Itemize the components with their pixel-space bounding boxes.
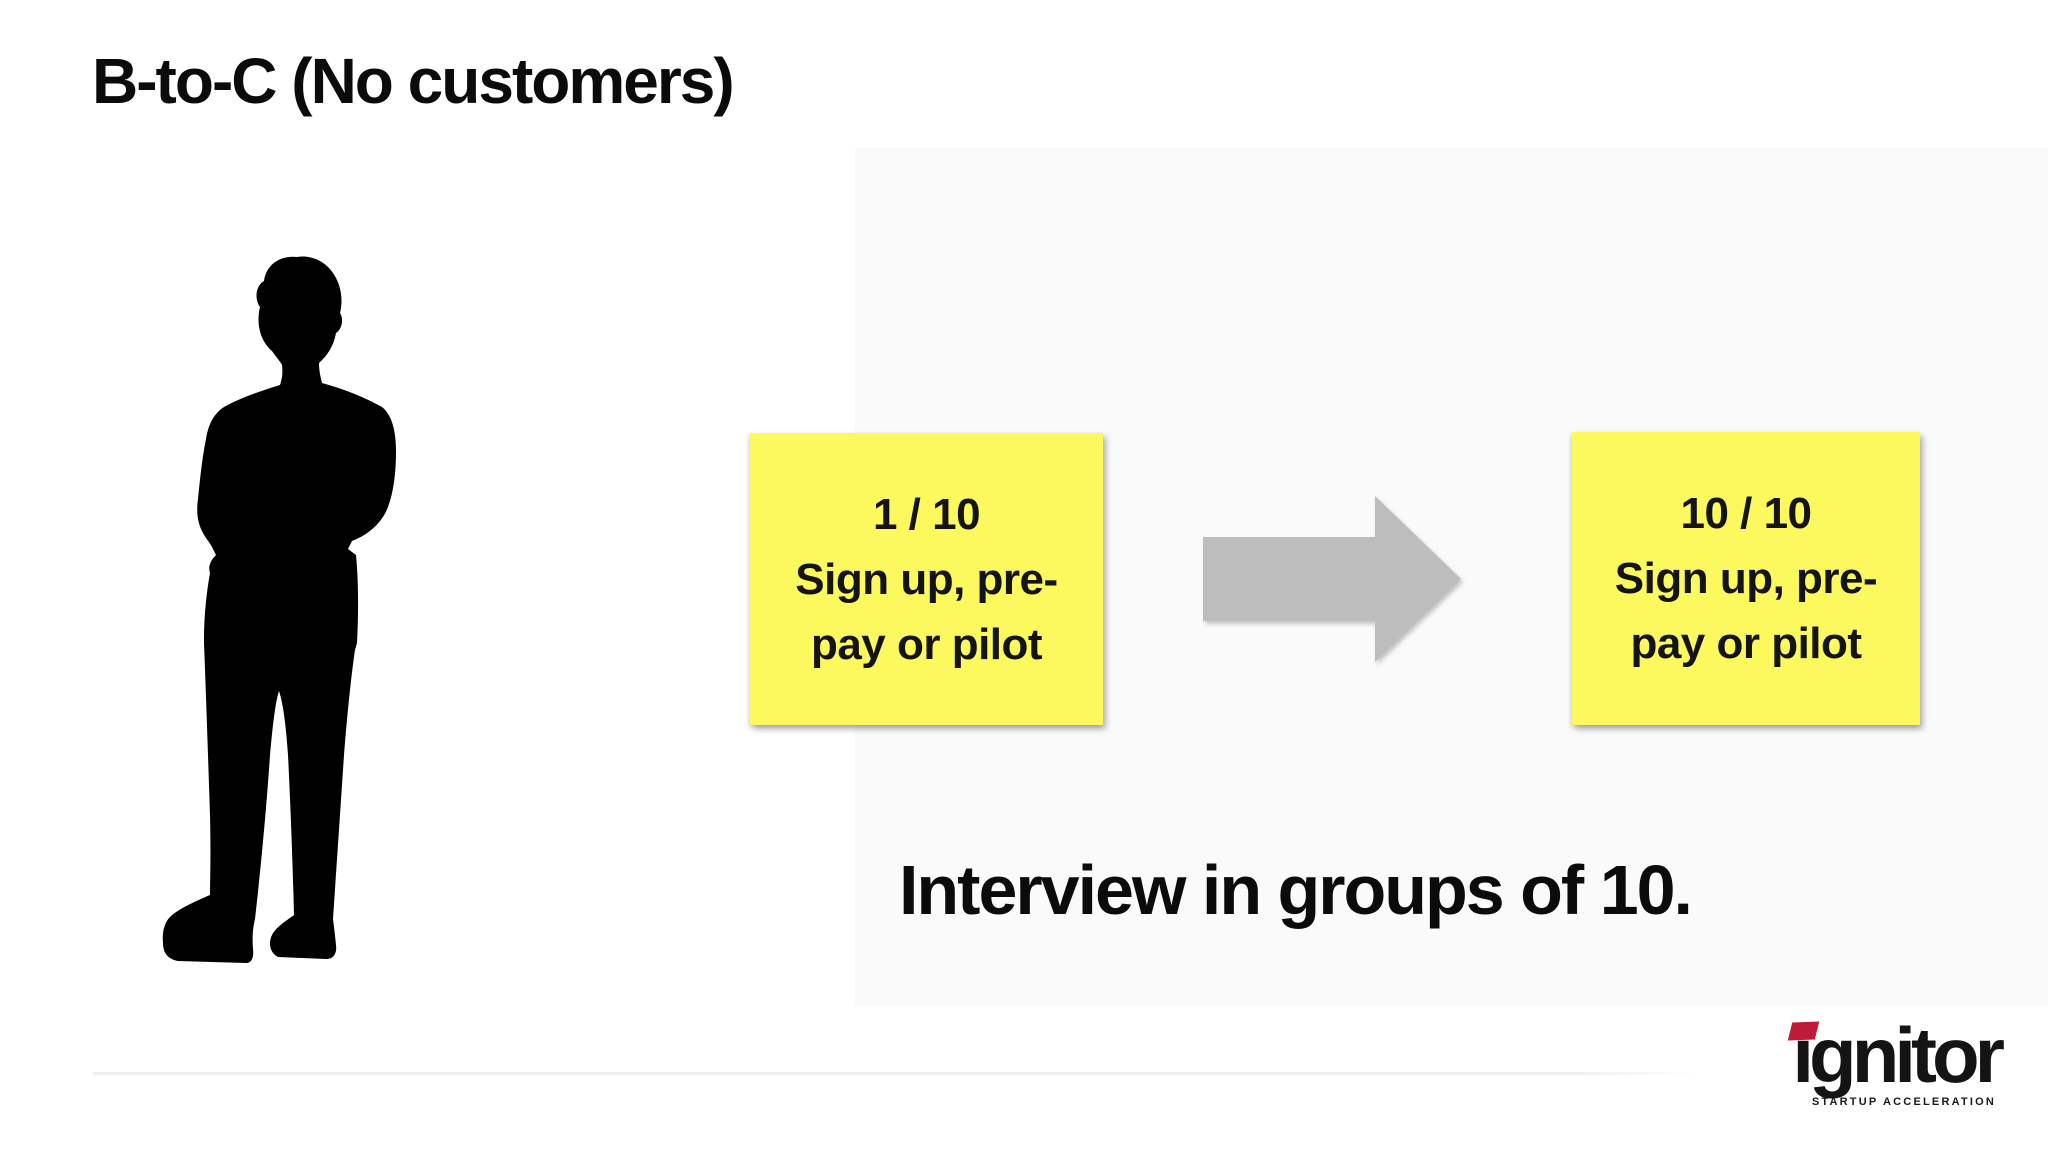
note-line: 1 / 10	[872, 489, 981, 539]
logo-tagline: STARTUP ACCELERATION	[1811, 1096, 1996, 1109]
sticky-note-end: 10 / 10 Sign up, pre- pay or pilot	[1572, 432, 1920, 725]
person-silhouette-icon	[160, 255, 400, 970]
caption-text: Interview in groups of 10.	[898, 851, 1693, 929]
logo-wordmark-text: ignitor	[1792, 1011, 2005, 1099]
note-line: Sign up, pre-	[1614, 554, 1878, 603]
note-line: pay or pilot	[1630, 619, 1862, 668]
note-line: 10 / 10	[1680, 489, 1812, 538]
sticky-note-start: 1 / 10 Sign up, pre- pay or pilot	[750, 433, 1103, 725]
footer-divider	[93, 1072, 1699, 1075]
logo-dot-icon	[1788, 1021, 1820, 1041]
note-line: Sign up, pre-	[795, 554, 1058, 604]
slide-title: B-to-C (No customers)	[92, 45, 735, 117]
note-line: pay or pilot	[810, 619, 1043, 669]
ignitor-logo: ignitor STARTUP ACCELERATION	[1716, 1016, 2005, 1109]
logo-wordmark: ignitor	[1788, 1016, 2005, 1094]
arrow-right-icon	[1203, 496, 1461, 662]
